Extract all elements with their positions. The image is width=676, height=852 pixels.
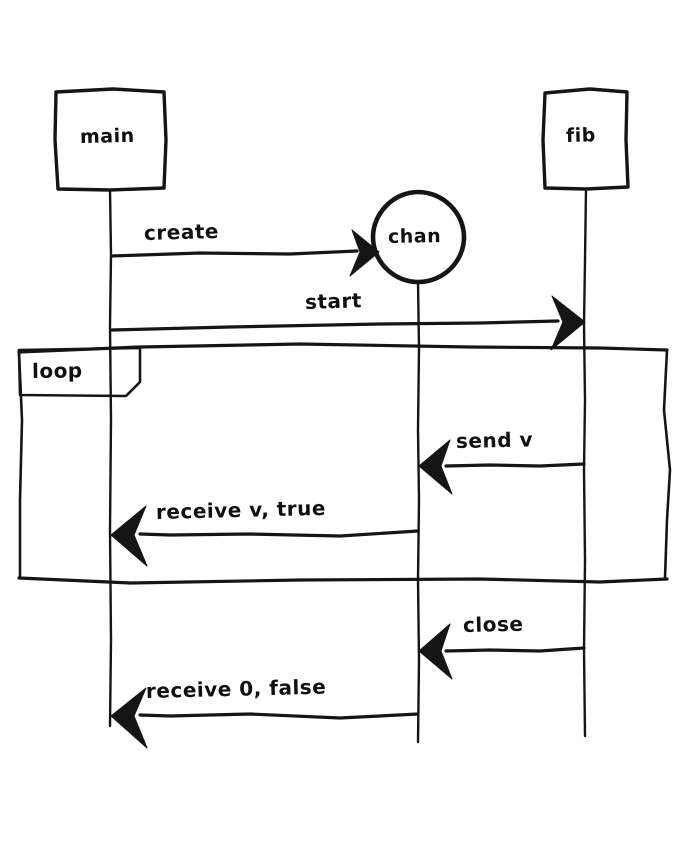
message-label-close: close [462,611,524,637]
loop-frame[interactable] [17,342,672,585]
message-label-create: create [143,219,220,245]
lifeline-main [108,188,113,728]
message-receive-true[interactable] [110,505,420,567]
participant-box-fib[interactable] [541,87,630,191]
message-receive-false[interactable] [110,687,420,749]
message-start[interactable] [110,295,586,351]
participant-label-fib: fib [565,124,597,147]
message-label-send-v: send v [455,427,534,453]
message-label-receive-false: receive 0, false [145,674,327,703]
message-close[interactable] [418,623,586,680]
lifeline-chan [416,280,421,744]
lifeline-fib [582,187,588,738]
participant-box-main[interactable] [53,87,168,192]
message-send-v[interactable] [418,439,586,495]
message-label-receive-true: receive v, true [155,495,327,524]
message-label-start: start [304,288,363,314]
message-create[interactable] [110,229,380,277]
participant-label-chan: chan [387,225,442,248]
loop-frame-label: loop [31,358,83,383]
participant-label-main: main [79,124,135,148]
